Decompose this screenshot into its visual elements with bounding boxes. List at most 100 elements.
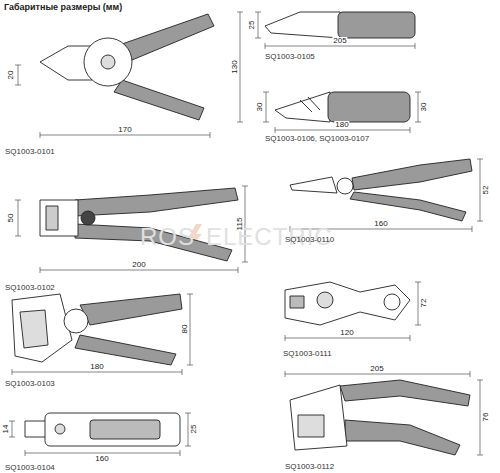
dimension-line (418, 282, 419, 325)
dimension-line (265, 46, 415, 47)
dimension-line (12, 372, 182, 373)
dimension-tick (415, 43, 416, 49)
tool-0106 (275, 92, 410, 122)
dimension-value: 180 (334, 121, 349, 129)
dimension-tick (265, 43, 266, 49)
dimension-tick (477, 159, 483, 160)
dimension-value: 180 (89, 363, 104, 371)
model-code: SQ1003-0104 (5, 464, 55, 472)
dimension-tick (242, 186, 248, 187)
dimension-tick (415, 122, 421, 123)
tool-0104 (25, 413, 180, 446)
dimension-tick (40, 132, 41, 138)
dimension-line (480, 380, 481, 455)
dimension-tick (415, 282, 421, 283)
dimension-tick (477, 455, 483, 456)
dimension-line (275, 130, 410, 131)
dimension-tick (182, 369, 183, 375)
model-code: SQ1003-0101 (5, 148, 55, 156)
dimension-line (285, 374, 470, 375)
tool-0101 (40, 14, 214, 120)
dimension-tick (185, 446, 191, 447)
dimension-value: 72 (420, 298, 428, 309)
dimension-tick (470, 371, 471, 377)
dimension-value: 30 (256, 102, 264, 113)
model-code: SQ1003-0103 (5, 380, 55, 388)
model-code: SQ1003-0106, SQ1003-0107 (265, 135, 369, 143)
dimension-tick (255, 38, 261, 39)
dimension-line (18, 65, 19, 85)
dimension-tick (237, 12, 243, 13)
dimension-value: 14 (2, 424, 10, 435)
tool-0103 (12, 294, 182, 365)
model-code: SQ1003-0112 (285, 463, 334, 471)
dimension-tick (237, 122, 243, 123)
model-code: SQ1003-0111 (283, 350, 332, 358)
sheet-title: Габаритные размеры (мм) (4, 3, 122, 12)
dimension-tick (285, 335, 286, 341)
dimension-value: 120 (339, 329, 354, 337)
tool-0111 (285, 282, 410, 325)
dimension-tick (242, 262, 248, 263)
dimension-tick (185, 413, 191, 414)
dimension-value: 160 (373, 220, 388, 228)
dimension-value: 205 (369, 365, 384, 373)
dimension-tick (263, 122, 269, 123)
dimension-line (285, 338, 410, 339)
dimension-tick (263, 92, 269, 93)
dimension-tick (275, 127, 276, 133)
tool-0110 (290, 159, 472, 221)
dimension-tick (210, 132, 211, 138)
dimension-tick (9, 437, 15, 438)
dimension-tick (410, 335, 411, 341)
dimension-value: 170 (117, 126, 132, 134)
dimension-line (190, 294, 191, 365)
dimension-tick (238, 267, 239, 273)
dimension-tick (187, 294, 193, 295)
dimension-line (245, 186, 246, 262)
model-code: SQ1003-0110 (285, 236, 334, 244)
tool-0105 (265, 12, 415, 38)
dimension-tick (477, 380, 483, 381)
dimension-tick (9, 421, 15, 422)
dimension-tick (410, 127, 411, 133)
dimension-value: 20 (7, 70, 15, 81)
dimension-tick (180, 450, 181, 456)
dimension-tick (40, 267, 41, 273)
dimension-value: 76 (482, 412, 490, 423)
dimension-line (258, 12, 259, 38)
model-code: SQ1003-0105 (265, 53, 315, 61)
dimension-tick (15, 85, 21, 86)
dimension-tick (472, 226, 473, 232)
tool-0112 (290, 380, 470, 455)
dimension-value: 80 (181, 324, 189, 335)
dimension-line (188, 413, 189, 446)
dimension-value: 130 (231, 59, 239, 74)
dimension-tick (12, 369, 13, 375)
dimension-tick (477, 221, 483, 222)
dimension-line (480, 159, 481, 221)
dimension-value: 25 (248, 20, 256, 31)
dimension-line (418, 92, 419, 122)
dimension-line (40, 135, 210, 136)
dimension-tick (285, 371, 286, 377)
dimension-value: 25 (190, 424, 198, 435)
dimension-tick (25, 450, 26, 456)
dimension-line (240, 12, 241, 122)
dimension-line (12, 421, 13, 437)
dimension-line (266, 92, 267, 122)
dimension-value: 205 (332, 37, 347, 45)
dimension-tick (15, 236, 21, 237)
model-code: SQ1003-0102 (5, 284, 55, 292)
dimension-tick (415, 92, 421, 93)
dimension-tick (15, 200, 21, 201)
dimension-value: 30 (420, 102, 428, 113)
dimension-value: 50 (7, 213, 15, 224)
dimension-value: 160 (94, 455, 109, 463)
dimension-value: 200 (131, 261, 146, 269)
watermark: ROS (140, 225, 195, 249)
dimension-value: 52 (482, 185, 490, 196)
dimension-line (25, 453, 180, 454)
dimension-tick (15, 65, 21, 66)
